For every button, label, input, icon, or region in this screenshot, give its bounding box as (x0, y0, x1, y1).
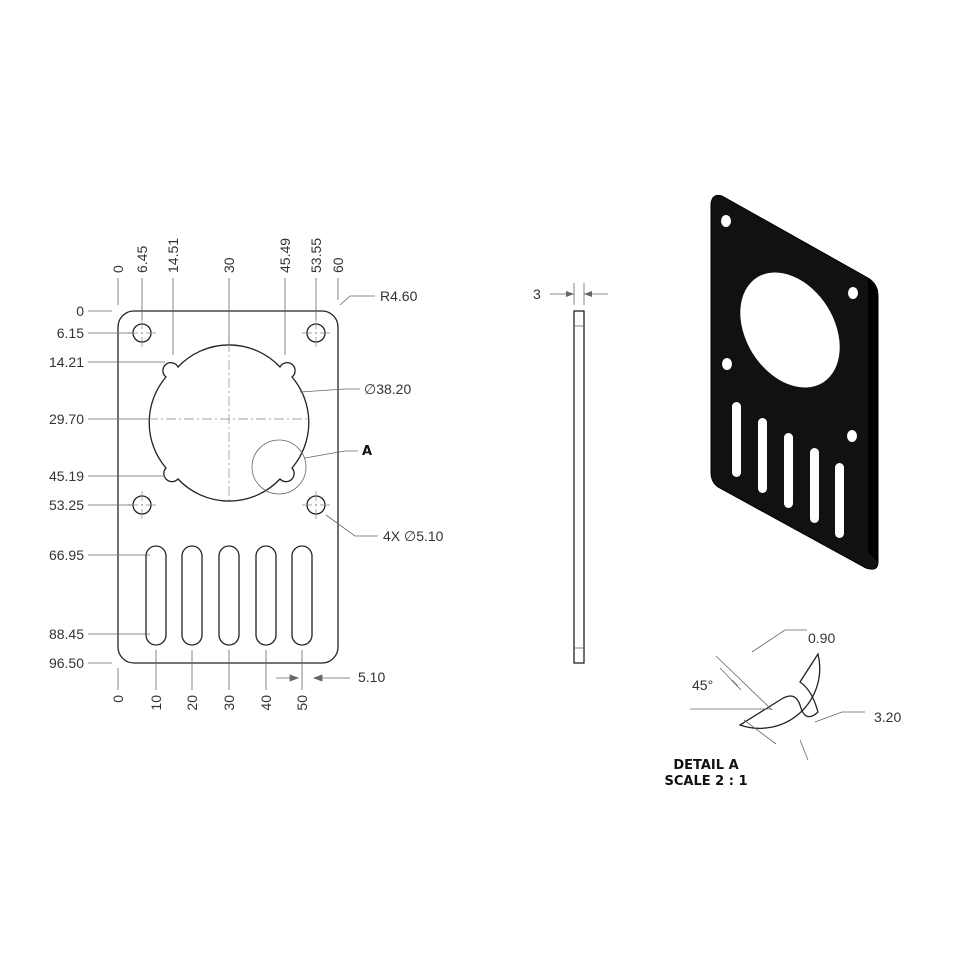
hole-callout: 4X ∅5.10 (383, 528, 444, 544)
detail-a-circle (251, 439, 307, 495)
detail-a-view: 45° 0.90 3.20 DETAIL A SCALE 2 : 1 (665, 629, 901, 789)
left-label-66-95: 66.95 (49, 547, 84, 563)
iso-slots (732, 402, 844, 538)
detail-width-callout: 0.90 (808, 630, 835, 646)
left-label-29-70: 29.70 (49, 411, 84, 427)
bottom-label-20: 20 (184, 695, 200, 711)
bottom-label-30: 30 (221, 695, 237, 711)
radius-callout: R4.60 (380, 288, 418, 304)
thickness-dimension: 3 (533, 286, 541, 302)
isometric-plate-view (710, 194, 879, 570)
bottom-label-10: 10 (148, 695, 164, 711)
top-label-45-49: 45.49 (277, 238, 293, 273)
left-label-6-15: 6.15 (57, 325, 84, 341)
slot (291, 545, 313, 646)
top-dimension-labels: 0 6.45 14.51 30 45.49 53.55 60 (110, 238, 346, 273)
bottom-label-50: 50 (294, 695, 310, 711)
bottom-label-40: 40 (258, 695, 274, 711)
top-label-53-55: 53.55 (308, 238, 324, 273)
left-label-53-25: 53.25 (49, 497, 84, 513)
detail-depth-callout: 3.20 (874, 709, 901, 725)
detail-a-reference: A (362, 444, 372, 459)
motor-bore (148, 344, 310, 502)
bore-diameter-callout: ∅38.20 (364, 381, 411, 397)
left-label-88-45: 88.45 (49, 626, 84, 642)
left-label-96-50: 96.50 (49, 655, 84, 671)
side-profile (573, 310, 585, 664)
slot-width-callout: 5.10 (358, 669, 385, 685)
iso-bore (740, 272, 840, 388)
bottom-label-0: 0 (110, 695, 126, 703)
top-label-14-51: 14.51 (165, 238, 181, 273)
slot (218, 545, 240, 646)
detail-scale: SCALE 2 : 1 (665, 774, 748, 789)
top-label-6-45: 6.45 (134, 246, 150, 273)
left-label-45-19: 45.19 (49, 468, 84, 484)
slot (255, 545, 277, 646)
side-view: 3 (533, 283, 608, 664)
top-label-60: 60 (330, 257, 346, 273)
extension-lines (88, 278, 378, 690)
slot (145, 545, 167, 646)
slot (181, 545, 203, 646)
iso-holes (721, 215, 858, 442)
angle-callout: 45° (692, 677, 713, 693)
top-label-30: 30 (221, 257, 237, 273)
detail-title: DETAIL A (673, 758, 738, 773)
slots (145, 545, 313, 646)
front-view: 0 6.45 14.51 30 45.49 53.55 60 0 6.15 14… (49, 238, 444, 711)
bottom-dimension-labels: 0 10 20 30 40 50 (110, 695, 310, 711)
left-dimension-labels: 0 6.15 14.21 29.70 45.19 53.25 66.95 88.… (49, 303, 84, 671)
detail-dimension-lines (690, 629, 865, 761)
mounting-holes (128, 319, 330, 519)
left-label-14-21: 14.21 (49, 354, 84, 370)
plate-outline (117, 310, 339, 664)
top-label-0: 0 (110, 265, 126, 273)
left-label-0: 0 (76, 303, 84, 319)
detail-notch-profile (738, 652, 821, 729)
